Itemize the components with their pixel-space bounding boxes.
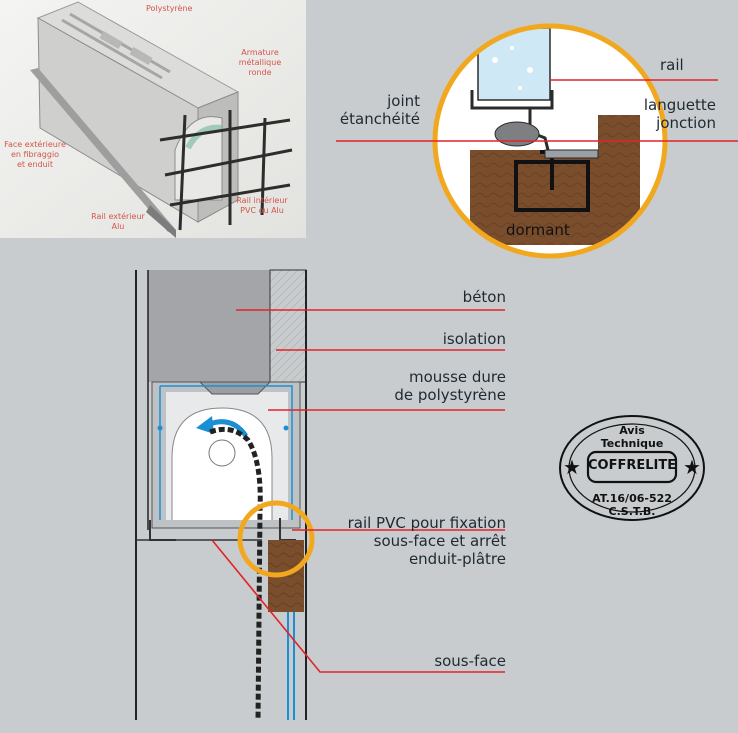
label-isolation: isolation bbox=[442, 330, 506, 348]
coffre-section bbox=[135, 269, 315, 721]
3d-block-illustration bbox=[0, 0, 306, 238]
label-dormant: dormant bbox=[506, 221, 570, 239]
stamp-bottom-text: AT.16/06-522 C.S.T.B. bbox=[592, 492, 672, 518]
label-rail: rail bbox=[660, 56, 684, 74]
label-languette-jonction: languette jonction bbox=[643, 96, 716, 132]
label-sous-face: sous-face bbox=[434, 652, 506, 670]
label-polystyrene: Polystyrène bbox=[146, 4, 193, 13]
label-armature: Armature métallique ronde bbox=[238, 48, 282, 77]
label-beton: béton bbox=[462, 288, 506, 306]
leader-lines bbox=[211, 79, 738, 673]
label-rail-interieur: Rail intérieur PVC ou Alu bbox=[236, 196, 288, 215]
star-icon: ★ bbox=[683, 455, 701, 479]
stamp-brand: COFFRELITE bbox=[588, 458, 677, 473]
star-icon: ★ bbox=[563, 455, 581, 479]
label-mousse-polystyrene: mousse dure de polystyrène bbox=[394, 368, 506, 404]
label-joint-etancheite: joint étanchéité bbox=[339, 92, 420, 128]
avis-technique-stamp: ★ ★ bbox=[559, 415, 705, 521]
label-face-exterieure: Face extérieure en fibraggio et enduit bbox=[4, 140, 66, 169]
label-rail-exterieur: Rail extérieur Alu bbox=[91, 212, 145, 231]
label-rail-pvc: rail PVC pour fixation sous-face et arrê… bbox=[347, 514, 506, 568]
stamp-top-text: Avis Technique bbox=[600, 424, 664, 450]
